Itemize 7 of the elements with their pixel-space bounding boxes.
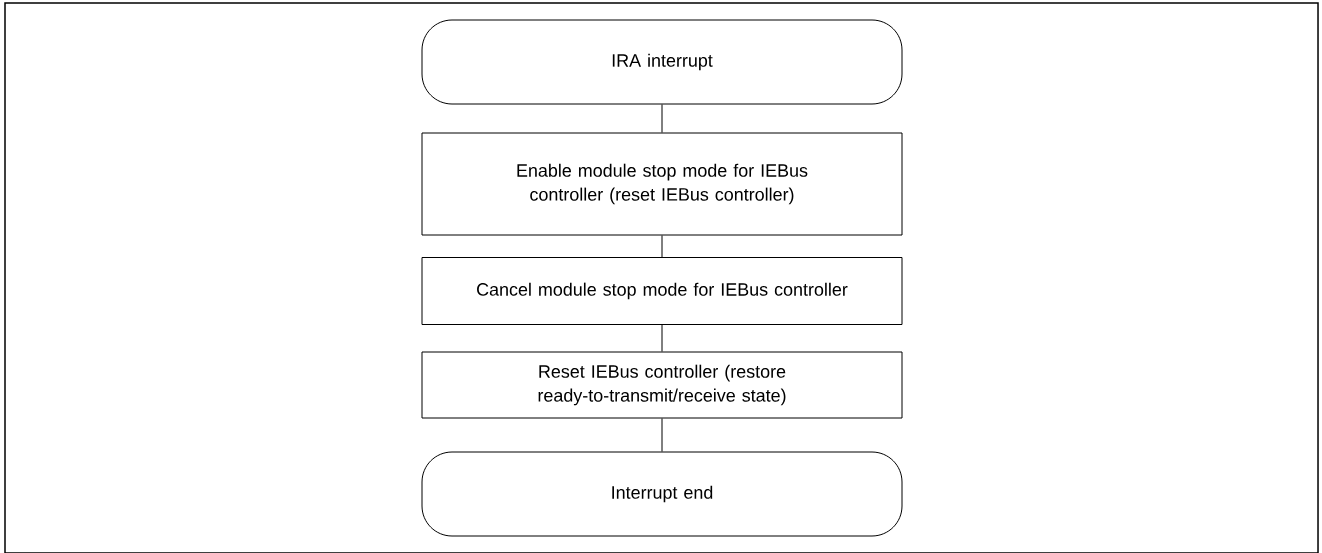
process-box: Reset IEBus controller (restore ready-to-transmit/receive state) [421,351,903,419]
connector-line [661,235,663,258]
connector-line [661,324,663,352]
connector-line [661,104,663,133]
connector-line [661,418,663,452]
process-box: Cancel module stop mode for IEBus controller [421,257,903,325]
process-box: Enable module stop mode for IEBus controller (reset IEBus controller) [421,132,903,236]
